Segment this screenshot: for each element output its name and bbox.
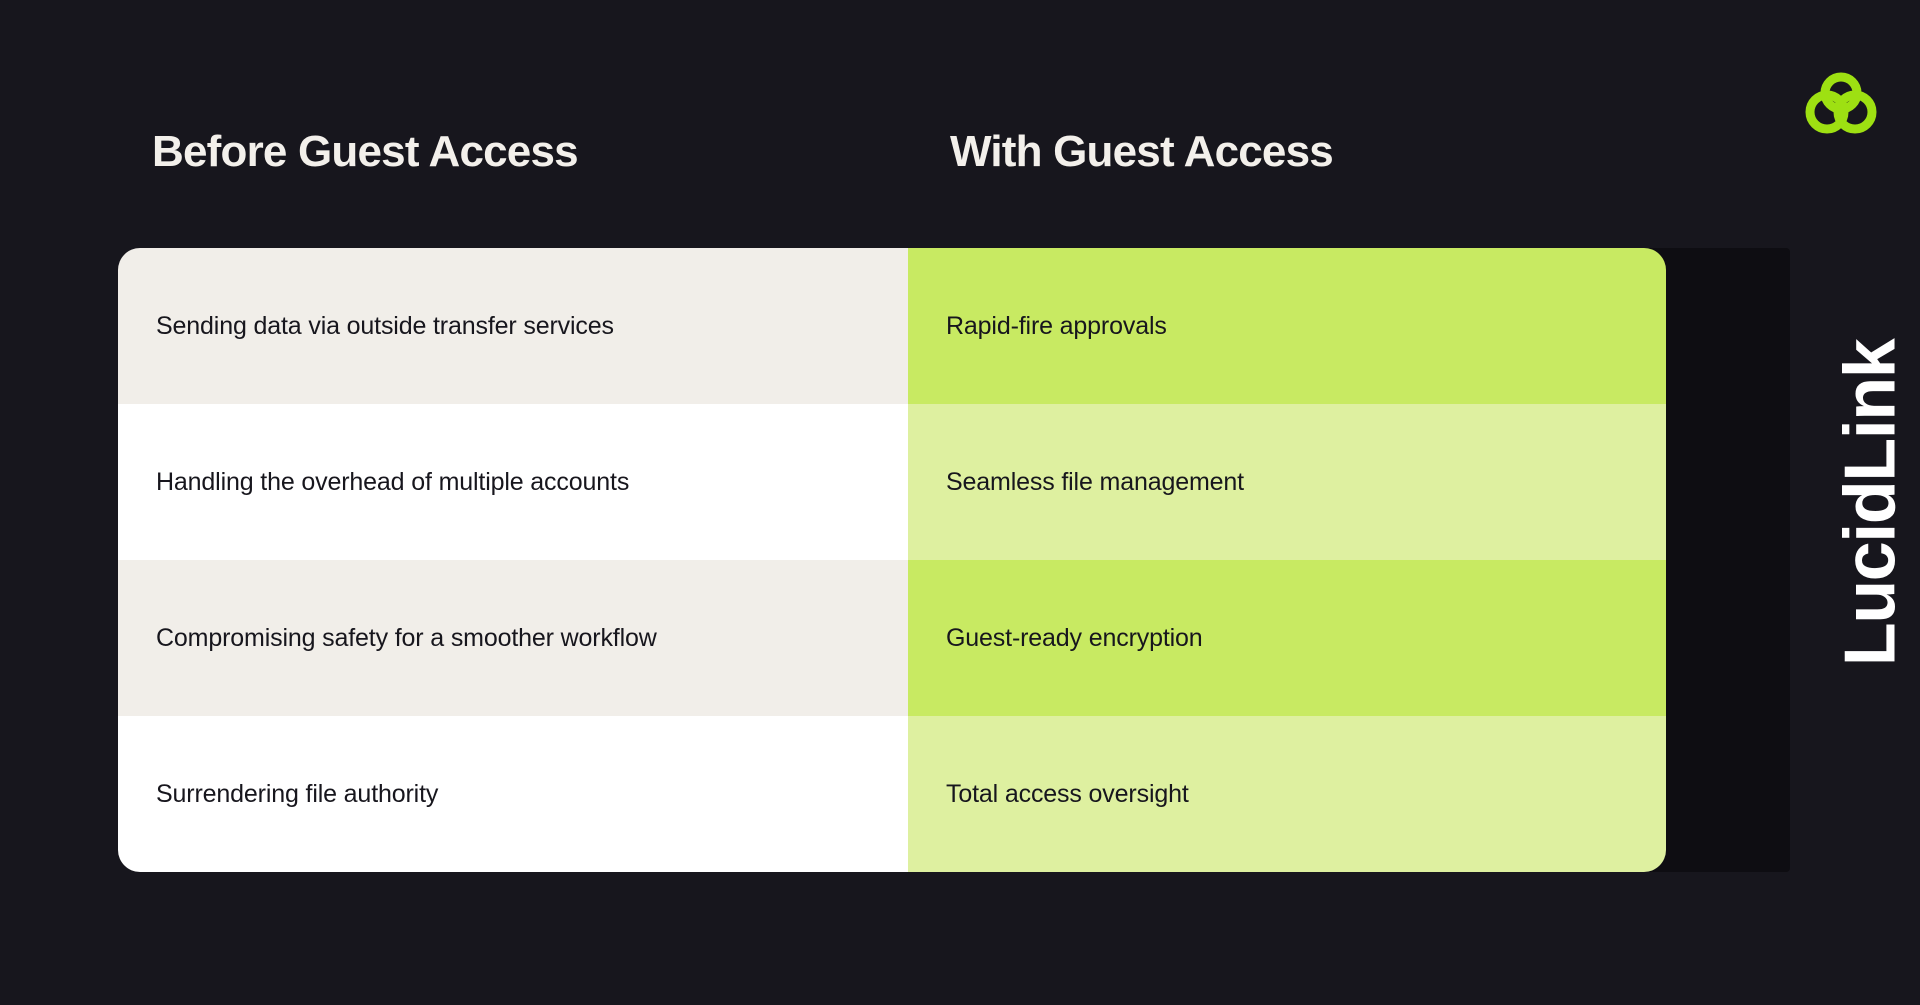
column-heading-before: Before Guest Access [152, 127, 579, 176]
column-heading-with: With Guest Access [950, 127, 1334, 176]
cell-before: Sending data via outside transfer servic… [118, 248, 908, 404]
table-row: Compromising safety for a smoother workf… [118, 560, 1666, 716]
cell-before: Handling the overhead of multiple accoun… [118, 404, 908, 560]
cell-with: Total access oversight [908, 716, 1666, 872]
cell-with: Seamless file management [908, 404, 1666, 560]
comparison-headings: Before Guest Access With Guest Access [152, 127, 1552, 190]
table-row: Handling the overhead of multiple accoun… [118, 404, 1666, 560]
table-row: Surrendering file authority Total access… [118, 716, 1666, 872]
lucidlink-cloud-logo-icon [1804, 68, 1878, 136]
table-row: Sending data via outside transfer servic… [118, 248, 1666, 404]
cell-before: Compromising safety for a smoother workf… [118, 560, 908, 716]
cell-with: Guest-ready encryption [908, 560, 1666, 716]
comparison-table: Sending data via outside transfer servic… [118, 248, 1666, 872]
brand-wordmark-rail: LucidLink [1820, 0, 1920, 1005]
brand-wordmark: LucidLink [1830, 339, 1910, 666]
cell-with: Rapid-fire approvals [908, 248, 1666, 404]
cell-before: Surrendering file authority [118, 716, 908, 872]
